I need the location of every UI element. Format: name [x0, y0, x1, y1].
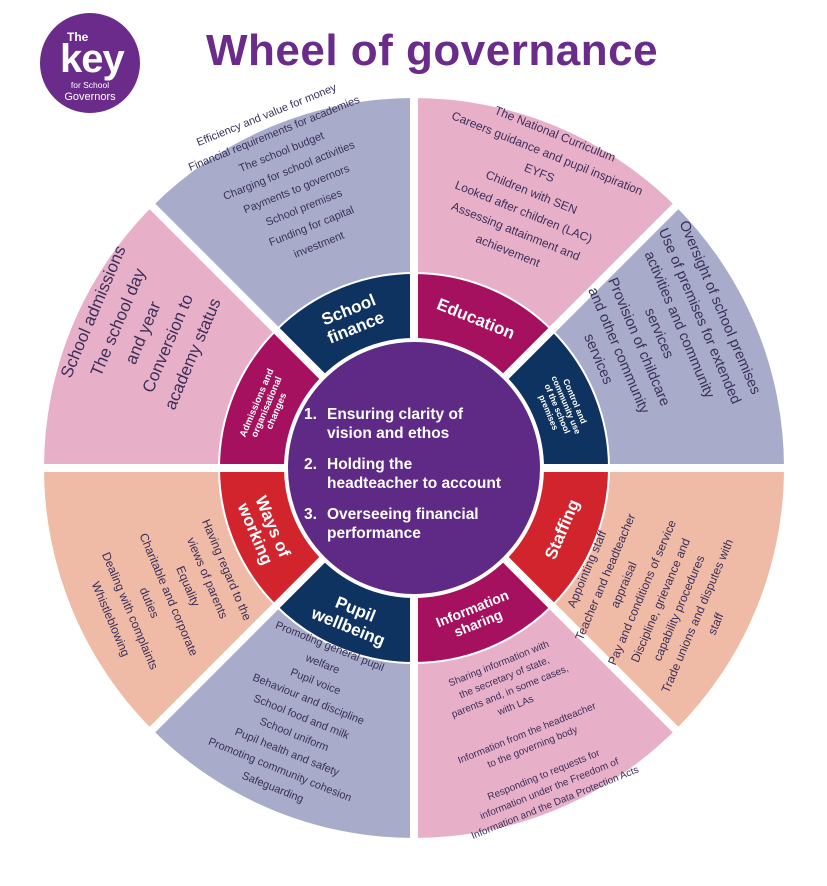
control-community-heading-segment [504, 330, 609, 468]
ways-of-working-heading-segment [219, 468, 324, 606]
principle-3-number: 3. [304, 506, 317, 523]
principle-2-line-1: Holding the [327, 456, 413, 473]
education-outer-segment [414, 98, 676, 331]
staffing-outer-segment [551, 468, 784, 730]
logo-governors: Governors [64, 91, 116, 103]
wheel-divider-5 [500, 554, 680, 734]
staffing-heading-segment [504, 468, 609, 606]
ways-of-working-outer-segment [44, 468, 277, 730]
wheel-divider-1 [148, 202, 328, 382]
principle-2-line-2: headteacher to account [327, 475, 501, 492]
logo-key: key [60, 37, 125, 81]
center-circle [284, 338, 544, 598]
logo-for-school: for School [70, 80, 110, 90]
page-title: Wheel of governance [206, 26, 659, 75]
wheel-divider-3 [500, 202, 680, 382]
principle-1-line-1: Ensuring clarity of [327, 406, 464, 423]
wheel-divider-7 [148, 554, 328, 734]
band-outline [218, 272, 610, 664]
principle-3: 3. Overseeing financial performance [304, 505, 544, 543]
pupil-wellbeing-outer-segment [152, 605, 414, 838]
principle-1: 1. Ensuring clarity of vision and ethos [304, 405, 544, 443]
information-sharing-outer-segment [414, 605, 676, 838]
center-principles: 1. Ensuring clarity of vision and ethos … [304, 405, 544, 555]
principle-3-line-2: performance [327, 525, 421, 542]
school-finance-outer-segment [152, 98, 414, 331]
school-finance-heading-segment [276, 273, 414, 378]
admissions-outer-segment [44, 206, 277, 468]
logo-the: The [67, 30, 89, 44]
principle-1-line-2: vision and ethos [327, 425, 450, 442]
principle-2: 2. Holding the headteacher to account [304, 455, 544, 493]
principle-2-number: 2. [304, 456, 317, 473]
pupil-wellbeing-heading-segment [276, 558, 414, 663]
key-logo: The key for School Governors [40, 13, 140, 113]
staffing-items: Appointing staffTeacher and headteachera… [548, 490, 754, 703]
education-heading-segment [414, 273, 552, 378]
principle-1-number: 1. [304, 406, 317, 423]
admissions-heading-segment [219, 330, 324, 468]
control-community-outer-segment [551, 206, 784, 468]
information-sharing-heading-segment [414, 558, 552, 663]
principle-3-line-1: Overseeing financial [327, 506, 479, 523]
